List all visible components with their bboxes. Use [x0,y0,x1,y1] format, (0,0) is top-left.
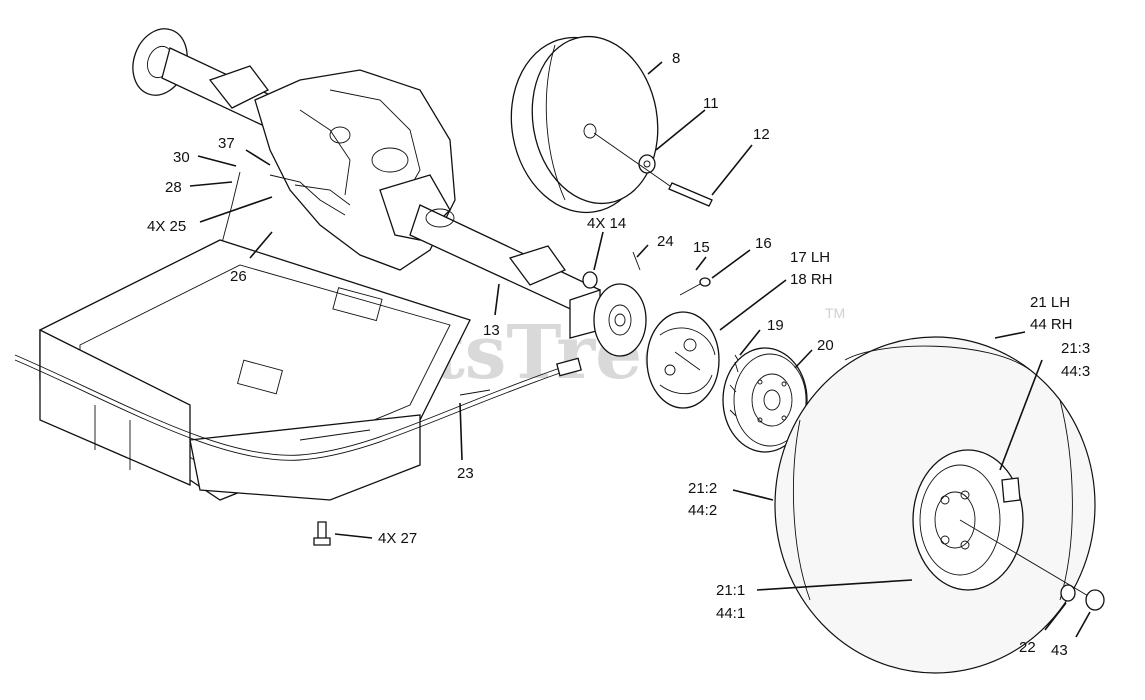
callout-28: 28 [165,179,182,196]
callout-21-3: 21:3 [1061,340,1090,357]
callout-18-rh: 18 RH [790,271,833,288]
callout-21-2: 21:2 [688,480,717,497]
callout-19: 19 [767,317,784,334]
callout-16: 16 [755,235,772,252]
callout-37: 37 [218,135,235,152]
callout-12: 12 [753,126,770,143]
wheel-tire-assembly-21-44 [774,336,1096,674]
bolt-part-27 [313,521,331,546]
callout-labels: 8 11 12 30 37 28 4X 25 26 4X 14 24 15 16… [147,50,1090,659]
callout-22: 22 [1019,639,1036,656]
brake-shoe-assembly-17-18 [646,311,720,409]
brake-drum-part-20 [722,347,808,453]
callout-21-lh: 21 LH [1030,294,1070,311]
callout-44-1: 44:1 [716,605,745,622]
frame-plate [14,239,582,501]
callout-8: 8 [672,50,680,67]
callout-4x-25: 4X 25 [147,218,186,235]
callout-4x-14: 4X 14 [587,215,626,232]
callout-44-rh: 44 RH [1030,316,1073,333]
callout-15: 15 [693,239,710,256]
callout-30: 30 [173,149,190,166]
bolt-part-12 [593,132,713,207]
callout-20: 20 [817,337,834,354]
callout-44-3: 44:3 [1061,363,1090,380]
hub-part-14 [569,271,647,357]
watermark-trademark: TM [825,305,845,321]
callout-44-2: 44:2 [688,502,717,519]
callout-13: 13 [483,322,500,339]
screw-part-19 [734,354,739,361]
callout-21-1: 21:1 [716,582,745,599]
leader-lines [189,61,1091,638]
callout-11: 11 [703,95,719,112]
callout-24: 24 [657,233,674,250]
callout-23: 23 [457,465,474,482]
callout-4x-27: 4X 27 [378,530,417,547]
callout-26: 26 [230,268,247,285]
pulley-part-8 [510,35,659,214]
pin-parts-15-16-24 [632,251,711,296]
callout-43: 43 [1051,642,1068,659]
lug-nut-parts-22-43 [959,519,1105,611]
callout-17-lh: 17 LH [790,249,830,266]
